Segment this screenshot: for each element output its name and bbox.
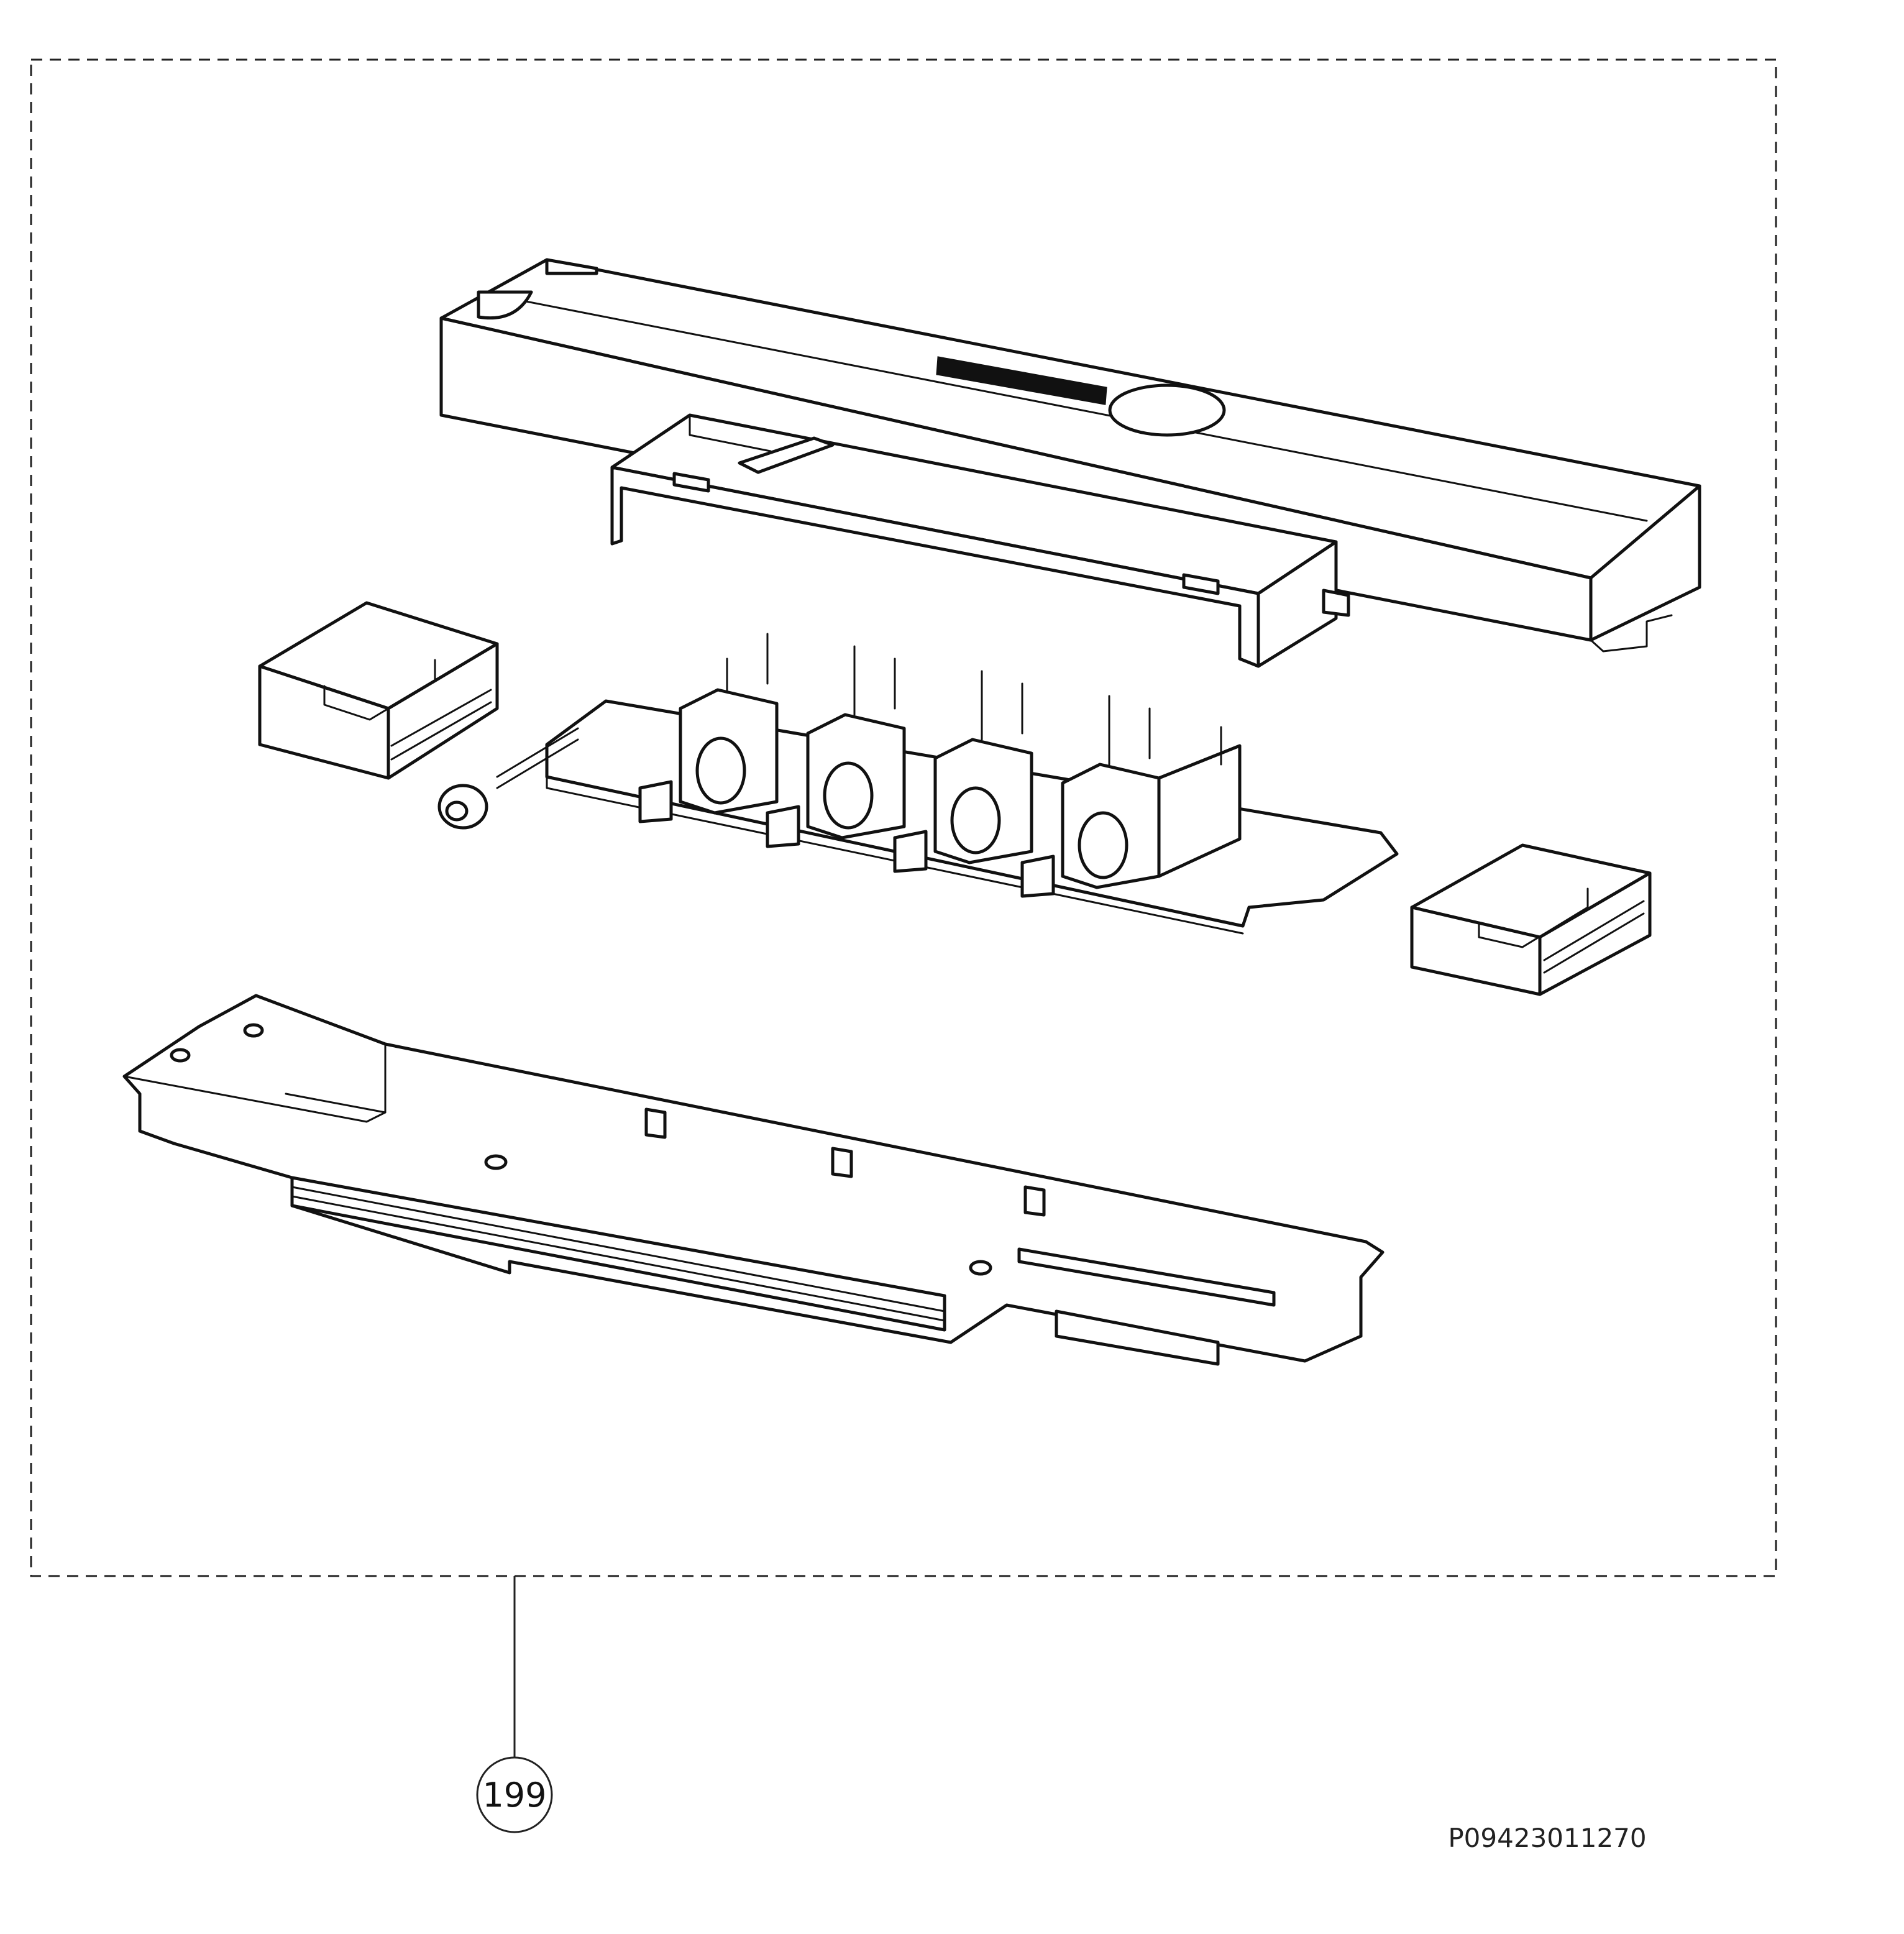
reference-code: P09423011270 [1448, 1823, 1646, 1853]
callout-number: 199 [482, 1776, 546, 1815]
switch-module-3 [893, 670, 1033, 873]
callout-circle [476, 1756, 553, 1833]
switch-circuit-board [437, 633, 1399, 935]
left-end-block [258, 601, 499, 780]
switch-module-2 [766, 645, 906, 848]
right-end-block [1410, 843, 1652, 996]
switch-module-1 [638, 633, 779, 823]
label-plate [936, 356, 1107, 405]
inner-shield-frame [610, 413, 1350, 668]
assembly-boundary [30, 58, 1777, 1577]
led-component [437, 727, 579, 830]
bottom-base-tray [122, 994, 1385, 1366]
